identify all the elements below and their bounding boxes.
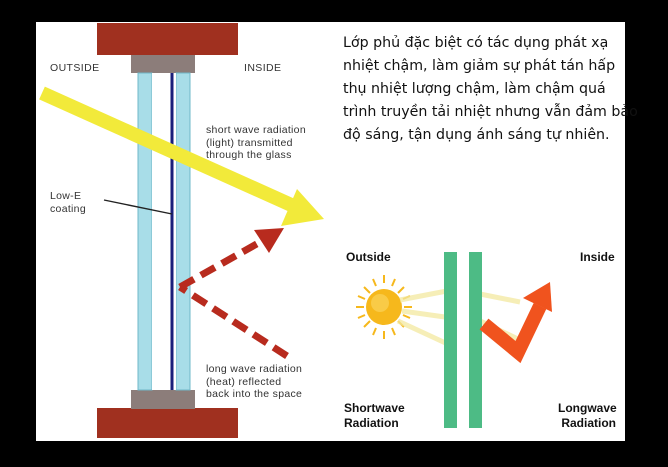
longwave-arrow bbox=[479, 282, 552, 364]
frame-bottom bbox=[97, 408, 238, 438]
longwave-label: Longwave Radiation bbox=[558, 401, 617, 430]
long-wave-arrows bbox=[178, 228, 289, 359]
lowe-pointer bbox=[103, 199, 173, 215]
outside-label-right: Outside bbox=[346, 250, 391, 264]
diagram-panel bbox=[36, 22, 625, 441]
green-pane-outer bbox=[444, 252, 457, 428]
sun-icon bbox=[356, 275, 412, 339]
frame-top bbox=[97, 23, 238, 55]
spacer-bottom bbox=[131, 390, 195, 409]
inside-label-right: Inside bbox=[580, 250, 615, 264]
lowe-label: Low-E coating bbox=[50, 190, 86, 215]
shortwave-label: Shortwave Radiation bbox=[344, 401, 405, 430]
outside-label-left: OUTSIDE bbox=[50, 62, 100, 74]
inside-label-left: INSIDE bbox=[244, 62, 282, 74]
short-wave-arrow bbox=[39, 86, 324, 226]
glass-unit bbox=[137, 72, 191, 391]
short-wave-label: short wave radiation (light) transmitted… bbox=[206, 124, 306, 161]
description-text: Lớp phủ đặc biệt có tác dụng phát xạ nhi… bbox=[343, 35, 638, 143]
green-pane-inner bbox=[469, 252, 482, 428]
long-wave-label: long wave radiation (heat) reflected bac… bbox=[206, 363, 303, 400]
spacer-top bbox=[131, 55, 195, 73]
